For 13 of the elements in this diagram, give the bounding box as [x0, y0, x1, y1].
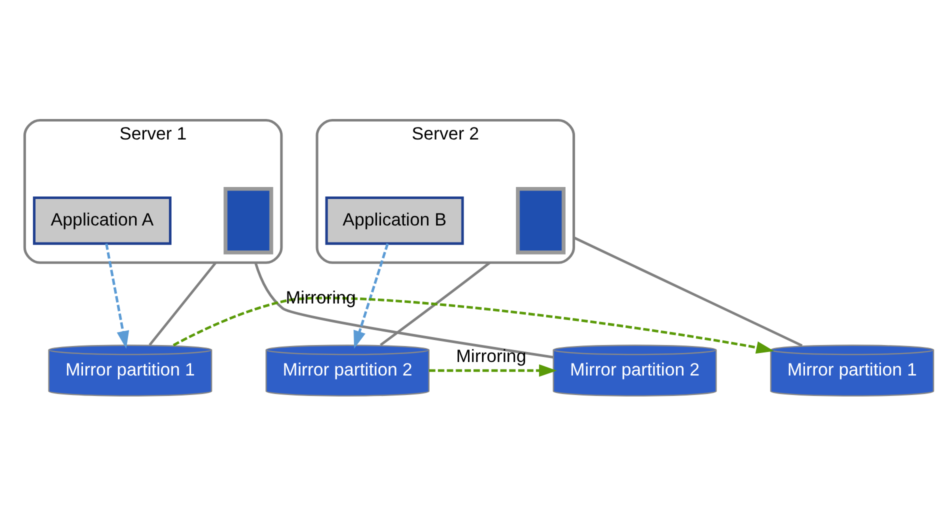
arrow	[172, 296, 774, 354]
arrow	[105, 242, 130, 348]
node-box: Application B	[325, 196, 464, 244]
node-box	[224, 186, 274, 254]
node-box	[516, 186, 566, 254]
connector	[573, 236, 803, 346]
arrow	[354, 242, 389, 348]
edge-label: Mirroring	[456, 345, 526, 366]
connector	[254, 262, 554, 358]
arrow	[429, 364, 557, 376]
node-box: Application A	[32, 196, 172, 244]
connector	[380, 261, 491, 346]
connector	[148, 261, 217, 346]
